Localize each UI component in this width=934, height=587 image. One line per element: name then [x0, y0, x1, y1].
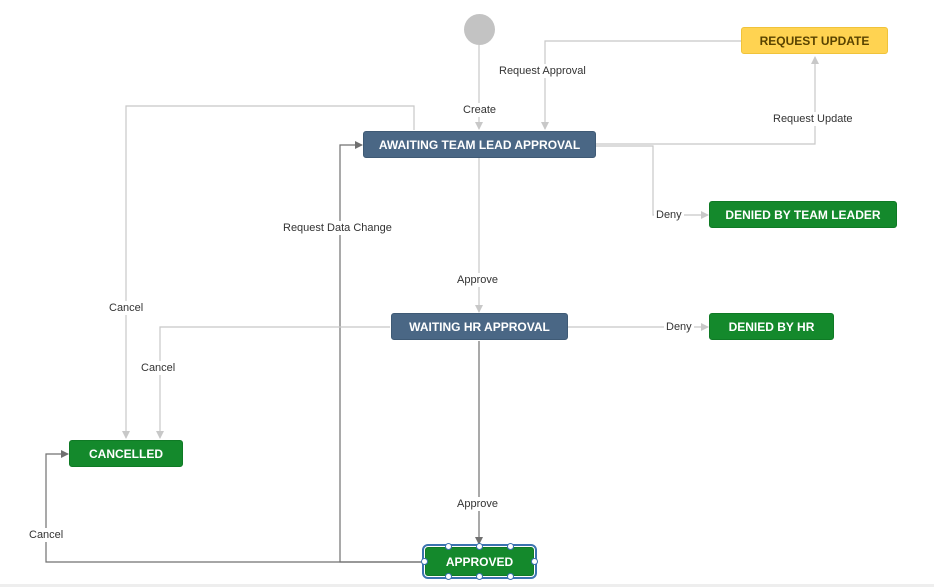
start-node[interactable]: [464, 14, 495, 45]
resize-handle-right[interactable]: [531, 558, 538, 565]
connector-cancel-hr[interactable]: [156, 326, 390, 439]
resize-handle-top[interactable]: [476, 543, 483, 550]
status-awaiting-team-lead-approval[interactable]: AWAITING TEAM LEAD APPROVAL: [363, 131, 596, 158]
connector-cancel-approved[interactable]: [45, 450, 425, 563]
transition-label-cancel-hr[interactable]: Cancel: [139, 361, 178, 375]
status-cancelled[interactable]: CANCELLED: [69, 440, 183, 467]
connector-cancel-team-lead[interactable]: [122, 105, 415, 439]
transition-label-approve-hr[interactable]: Approve: [455, 497, 500, 511]
resize-handle-left[interactable]: [421, 558, 428, 565]
status-waiting-hr-approval[interactable]: WAITING HR APPROVAL: [391, 313, 568, 340]
transition-label-request-data-change[interactable]: Request Data Change: [281, 221, 394, 235]
resize-handle-bottom-right[interactable]: [507, 573, 514, 580]
transition-label-cancel-approved[interactable]: Cancel: [27, 528, 66, 542]
resize-handle-top-left[interactable]: [445, 543, 452, 550]
connector-request-update[interactable]: [596, 56, 819, 145]
status-request-update[interactable]: REQUEST UPDATE: [741, 27, 888, 54]
transition-label-request-update[interactable]: Request Update: [771, 112, 855, 126]
canvas-bottom-edge: [0, 584, 934, 587]
connector-deny-team-lead[interactable]: [596, 145, 709, 219]
transition-label-request-approval[interactable]: Request Approval: [497, 64, 588, 78]
resize-handle-bottom-left[interactable]: [445, 573, 452, 580]
status-denied-by-team-leader[interactable]: DENIED BY TEAM LEADER: [709, 201, 897, 228]
connector-request-data-change[interactable]: [339, 141, 425, 563]
resize-handle-top-right[interactable]: [507, 543, 514, 550]
resize-handle-bottom[interactable]: [476, 573, 483, 580]
connector-request-approval[interactable]: [541, 40, 741, 130]
status-denied-by-hr[interactable]: DENIED BY HR: [709, 313, 834, 340]
transition-label-deny-hr[interactable]: Deny: [664, 320, 694, 334]
status-approved[interactable]: APPROVED: [422, 544, 537, 579]
transition-label-approve-team-lead[interactable]: Approve: [455, 273, 500, 287]
transition-label-deny-team-lead[interactable]: Deny: [654, 208, 684, 222]
transition-label-cancel-team-lead[interactable]: Cancel: [107, 301, 146, 315]
transition-label-create[interactable]: Create: [461, 103, 499, 117]
